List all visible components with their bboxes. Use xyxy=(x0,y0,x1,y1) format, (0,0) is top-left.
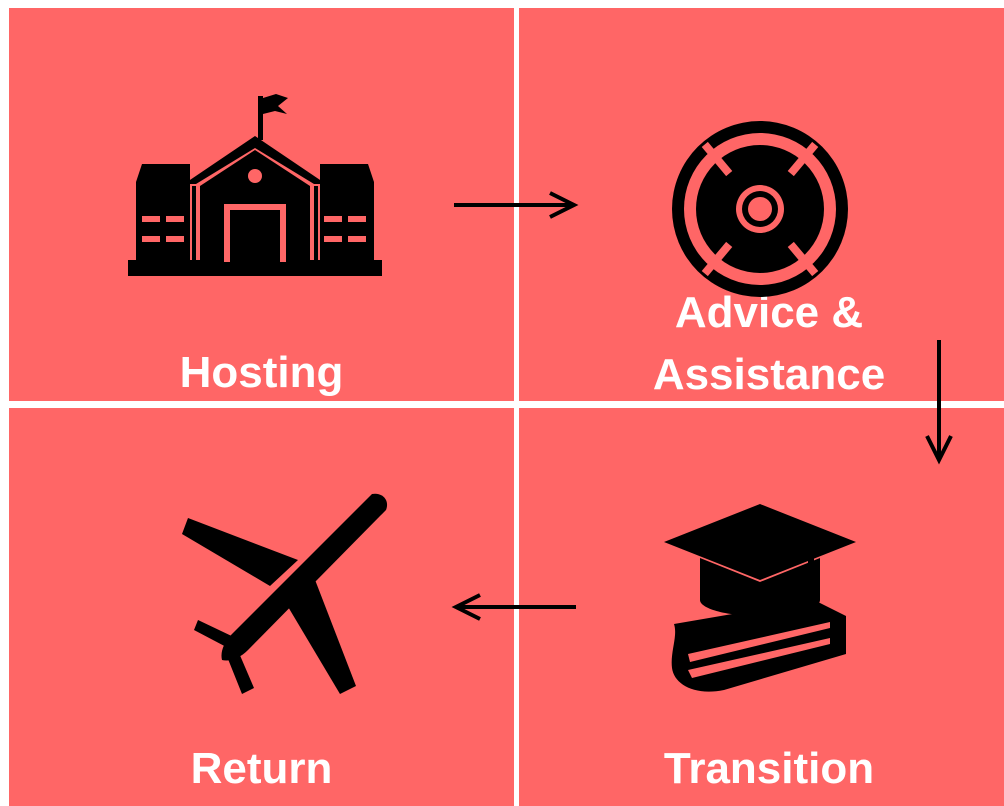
label-hosting-line: Hosting xyxy=(179,348,344,397)
airplane-icon xyxy=(182,493,388,694)
arrow-left xyxy=(451,593,576,621)
panel-transition: Transition xyxy=(519,408,1004,806)
label-transition-line: Transition xyxy=(663,744,875,793)
school-building-icon xyxy=(128,94,382,276)
label-advice-line-2: Assistance xyxy=(652,350,886,399)
graduation-cap-book-icon xyxy=(664,504,856,692)
label-return-line: Return xyxy=(190,744,333,793)
arrow-down xyxy=(925,340,953,465)
label-transition: Transition xyxy=(519,738,1004,800)
label-return: Return xyxy=(9,738,514,800)
label-hosting: Hosting xyxy=(9,342,514,404)
arrow-right xyxy=(454,191,579,219)
panel-advice-assistance: Advice & Assistance xyxy=(519,8,1004,401)
lifebuoy-icon xyxy=(672,121,848,297)
